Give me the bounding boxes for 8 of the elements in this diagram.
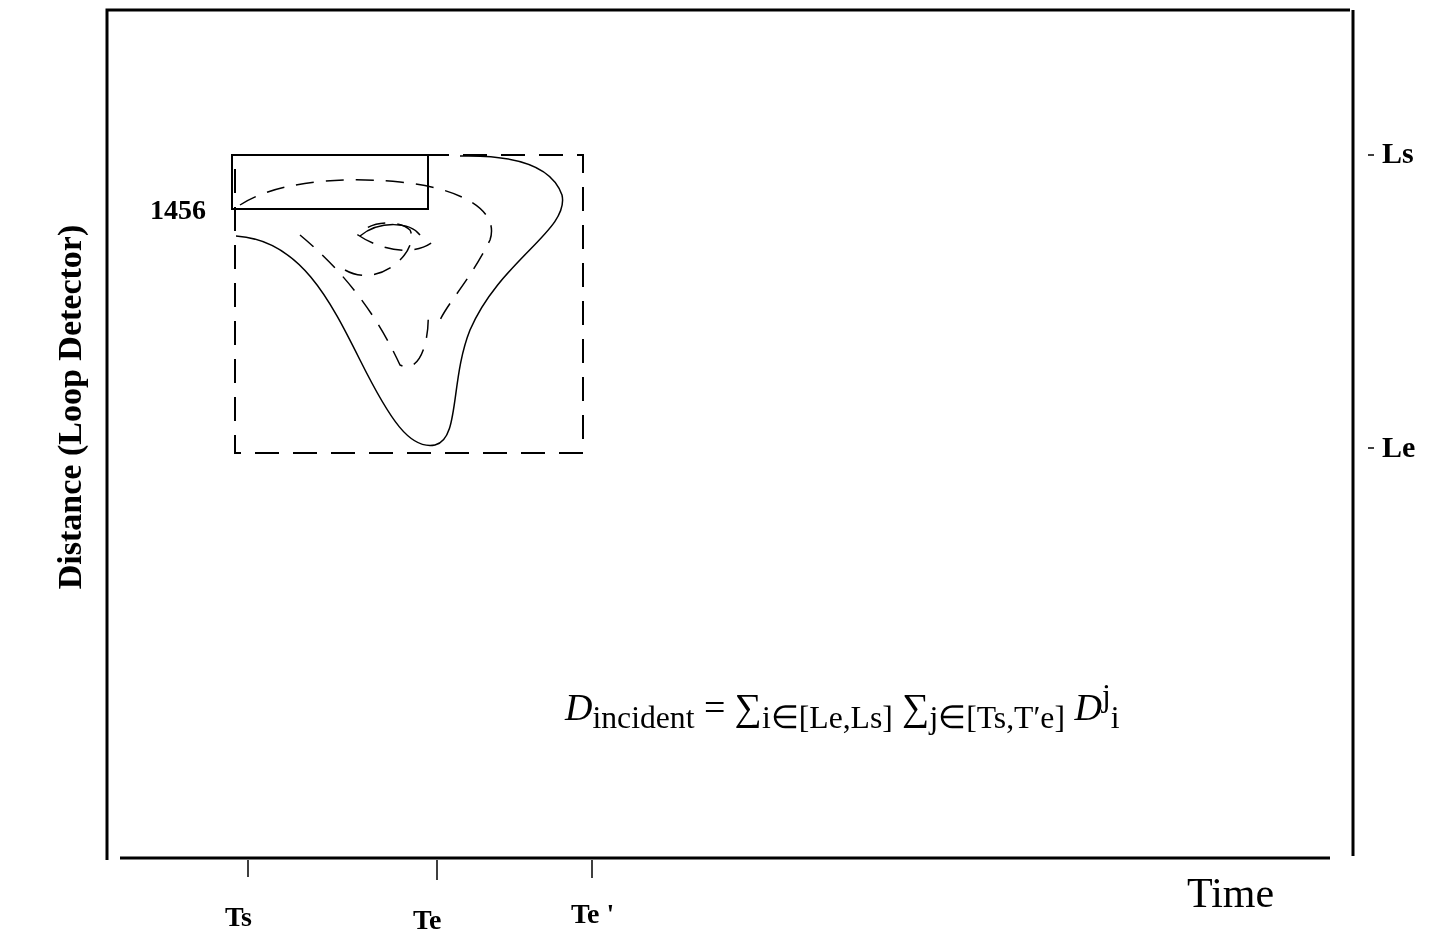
axis-title: Time <box>1187 872 1275 914</box>
axis-label: Ls <box>1382 138 1414 168</box>
tick-label: Te ' <box>571 900 615 928</box>
tick-label: Te <box>413 906 442 934</box>
value-label: 1456 <box>150 196 206 224</box>
tick-label: Ts <box>225 903 252 931</box>
axis-title: Distance (Loop Detector) <box>53 223 87 592</box>
axis-label: Le <box>1382 432 1416 462</box>
